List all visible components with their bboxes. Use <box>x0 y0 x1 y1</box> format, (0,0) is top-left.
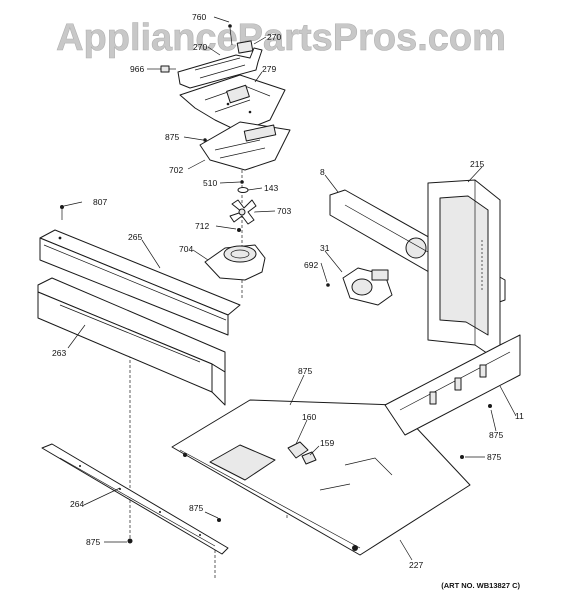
callout-159: 159 <box>320 438 334 448</box>
callout-966: 966 <box>130 64 144 74</box>
callout-702: 702 <box>169 165 183 175</box>
callout-270-right: 270 <box>267 32 281 42</box>
callout-labels: 760 270 270 966 279 875 702 510 143 807 … <box>52 12 524 570</box>
callout-143: 143 <box>264 183 278 193</box>
watermark-text: AppliancePartsPros.com <box>56 17 506 59</box>
parts-160-159 <box>287 441 317 465</box>
callout-875-lowmid: 875 <box>189 503 203 513</box>
part-966-screw <box>160 65 176 73</box>
part-264-strip <box>41 443 229 555</box>
callout-215: 215 <box>470 159 484 169</box>
callout-227: 227 <box>409 560 423 570</box>
callout-265: 265 <box>128 232 142 242</box>
callout-704: 704 <box>179 244 193 254</box>
callout-875-mid: 875 <box>298 366 312 376</box>
callout-510: 510 <box>203 178 217 188</box>
callout-703: 703 <box>277 206 291 216</box>
art-number: (ART NO. WB13827 C) <box>441 581 520 590</box>
part-11-lower-bracket <box>384 334 521 436</box>
callout-263: 263 <box>52 348 66 358</box>
callout-264: 264 <box>70 499 84 509</box>
part-227-bottom-panel <box>171 399 471 556</box>
callout-807: 807 <box>93 197 107 207</box>
part-215-duct <box>427 179 501 363</box>
part-265-trim <box>39 229 241 336</box>
callout-31: 31 <box>320 243 330 253</box>
callout-712: 712 <box>195 221 209 231</box>
callout-692: 692 <box>304 260 318 270</box>
callout-leaders <box>63 16 517 561</box>
callout-875-top: 875 <box>165 132 179 142</box>
callout-760: 760 <box>192 12 206 22</box>
callout-8: 8 <box>320 167 325 177</box>
callout-279: 279 <box>262 64 276 74</box>
callout-270-left: 270 <box>193 42 207 52</box>
callout-875-right-lower: 875 <box>487 452 501 462</box>
callout-160: 160 <box>302 412 316 422</box>
part-807-screw <box>60 205 64 220</box>
callout-11: 11 <box>515 411 524 421</box>
part-263-trim <box>37 277 226 406</box>
part-702-plate <box>199 121 291 171</box>
callout-875-left: 875 <box>86 537 100 547</box>
part-270-bracket <box>177 24 263 89</box>
part-704-fan-housing <box>204 244 266 281</box>
part-31-motor <box>342 267 393 306</box>
callout-875-right-upper: 875 <box>489 430 503 440</box>
part-703-fan-blade <box>229 199 257 232</box>
